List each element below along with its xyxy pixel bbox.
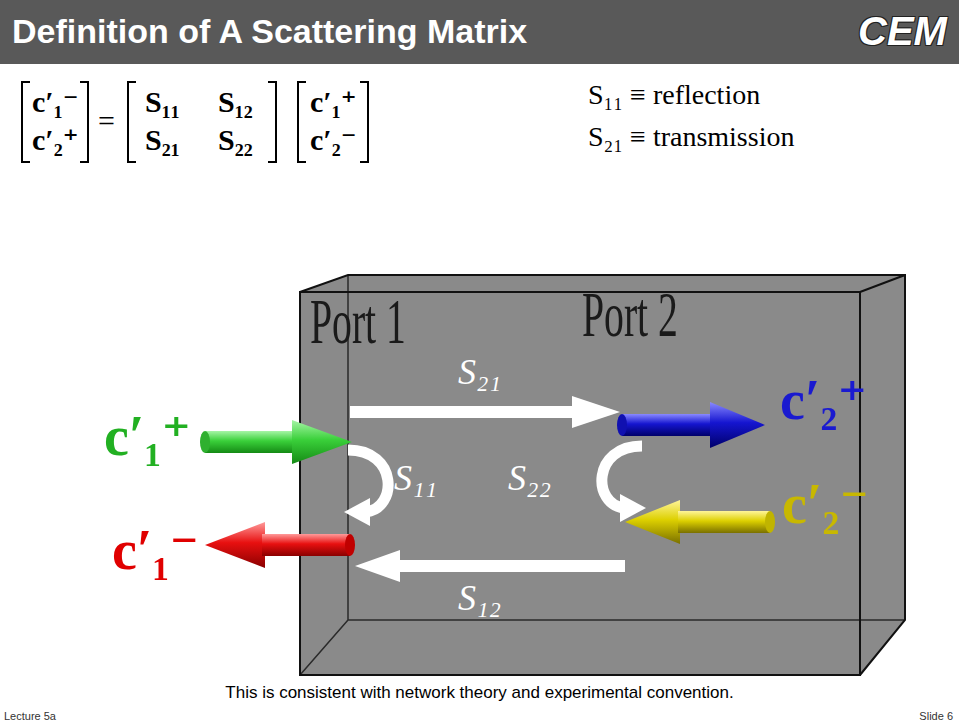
s-parameter-label: S₂₂ [508,458,551,498]
bracket [268,82,276,162]
internal-arrows [344,396,646,582]
bracket [360,82,368,162]
reflected-arrow [205,522,355,568]
matrix-entry: S₁₁ [145,84,180,120]
wave-label: c′₁⁻ [112,518,199,582]
incident-arrow-port2 [625,500,775,544]
footer-text: Lecture 5a [4,709,56,723]
equals-sign: = [98,103,115,139]
reflection-arrow [602,446,646,522]
vector-entry: c′₁⁻ [32,84,79,120]
reflection-arrow [344,450,388,526]
matrix-entry: S₂₂ [218,122,253,158]
logo-text: CEM [858,9,947,53]
vector-entry: c′₂⁻ [310,122,357,158]
footer-text: Slide 6 [919,709,953,723]
s-parameter-label: S₁₁ [394,458,437,498]
bracket [128,82,136,162]
box-edges [300,275,905,675]
definition-text: S₂₁ ≡ transmission [588,120,794,154]
vector-entry: c′₂⁺ [32,122,79,158]
transmission-arrow [355,550,625,582]
wave-label: c′₂⁺ [780,368,867,432]
matrix-entry: S₁₂ [218,84,253,120]
port-label: Port 2 [582,280,678,350]
s-parameter-label: S₁₂ [458,578,501,618]
incident-arrow [200,420,352,464]
box-fill [300,275,905,675]
bracket [298,82,306,162]
bracket [80,82,88,162]
transmitted-arrow [617,402,765,448]
vector-entry: c′₁⁺ [310,84,357,120]
definition-text: S₁₁ ≡ reflection [588,78,760,112]
matrix-brackets [22,82,368,162]
slide-title: Definition of A Scattering Matrix [12,11,527,51]
matrix-entry: S₂₁ [145,122,180,158]
wave-label: c′₁⁺ [104,404,191,468]
port-label: Port 1 [310,287,406,357]
box-back-edges [300,275,905,675]
s-parameter-label: S₂₁ [458,352,501,392]
wave-label: c′₂⁻ [782,472,869,536]
slide-caption: This is consistent with network theory a… [0,683,959,703]
transmission-arrow [350,396,620,428]
bracket [22,82,30,162]
